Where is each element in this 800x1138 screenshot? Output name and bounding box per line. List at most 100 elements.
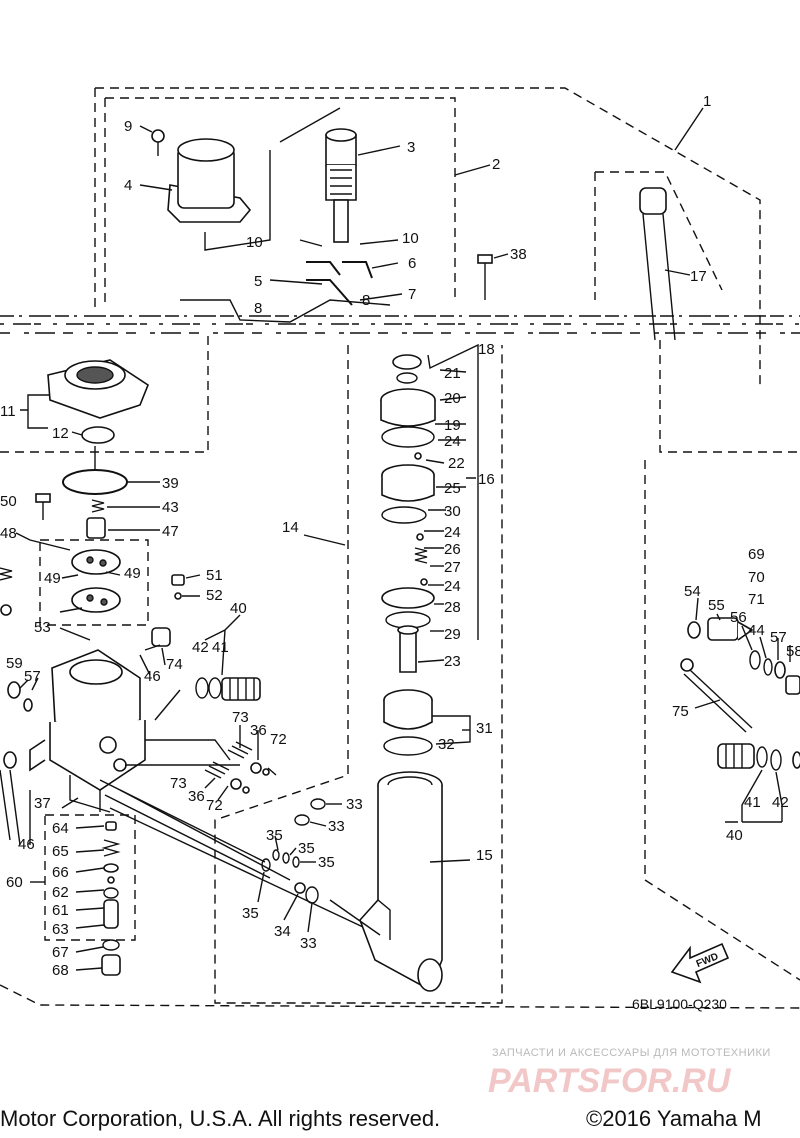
callout-8a: 8 [254, 300, 262, 317]
callout-6: 6 [408, 255, 416, 272]
footer-copyright-right: ©2016 Yamaha M [586, 1106, 762, 1131]
callout-58: 58 [786, 643, 800, 660]
callout-57b: 57 [770, 629, 787, 646]
callout-74: 74 [166, 656, 183, 673]
callout-35a: 35 [266, 827, 283, 844]
right-valve-assembly [680, 617, 800, 771]
callout-1: 1 [703, 93, 711, 110]
callout-7: 7 [408, 286, 416, 303]
watermark: ЗАПЧАСТИ И АКСЕССУАРЫ ДЛЯ МОТОТЕХНИКИ PA… [488, 1047, 771, 1100]
callout-72a: 72 [270, 731, 287, 748]
callout-32: 32 [438, 736, 455, 753]
callout-52: 52 [206, 587, 223, 604]
callout-33b: 33 [328, 818, 345, 835]
callout-68: 68 [52, 962, 69, 979]
callout-35c: 35 [318, 854, 335, 871]
callout-18: 18 [478, 341, 495, 358]
fwd-arrow-icon: FWD [670, 942, 730, 984]
callout-65: 65 [52, 843, 69, 860]
callout-55: 55 [708, 597, 725, 614]
callout-10b: 10 [402, 230, 419, 247]
scan-noise-band [0, 299, 800, 334]
callout-29: 29 [444, 626, 461, 643]
callout-36b: 36 [188, 788, 205, 805]
callout-33a: 33 [346, 796, 363, 813]
leader-lines [9, 107, 791, 971]
callout-63: 63 [52, 921, 69, 938]
callout-39: 39 [162, 475, 179, 492]
callout-61: 61 [52, 902, 69, 919]
callout-24b: 24 [444, 524, 461, 541]
callout-23: 23 [444, 653, 461, 670]
callout-49b: 49 [124, 565, 141, 582]
callout-69: 69 [748, 546, 765, 563]
callout-48: 48 [0, 525, 17, 542]
callout-25: 25 [444, 480, 461, 497]
callout-34: 34 [274, 923, 291, 940]
callout-31: 31 [476, 720, 493, 737]
callout-19: 19 [444, 417, 461, 434]
callout-70: 70 [748, 569, 765, 586]
callout-28: 28 [444, 599, 461, 616]
callout-46b: 46 [18, 836, 35, 853]
callout-73a: 73 [232, 709, 249, 726]
callout-57a: 57 [24, 668, 41, 685]
callout-44: 44 [748, 622, 765, 639]
callout-24a: 24 [444, 433, 461, 450]
footer-copyright-left: Motor Corporation, U.S.A. All rights res… [0, 1106, 440, 1131]
callout-60: 60 [6, 874, 23, 891]
callout-36a: 36 [250, 722, 267, 739]
callout-51: 51 [206, 567, 223, 584]
callout-14: 14 [282, 519, 299, 536]
callout-12: 12 [52, 425, 69, 442]
watermark-tagline: ЗАПЧАСТИ И АКСЕССУАРЫ ДЛЯ МОТОТЕХНИКИ [492, 1047, 771, 1059]
callout-71: 71 [748, 591, 765, 608]
callout-38: 38 [510, 246, 527, 263]
piston-stack [380, 354, 436, 756]
callout-43: 43 [162, 499, 179, 516]
callout-21: 21 [444, 365, 461, 382]
callout-4: 4 [124, 177, 132, 194]
callout-15: 15 [476, 847, 493, 864]
callout-72b: 72 [206, 797, 223, 814]
callout-46a: 46 [144, 668, 161, 685]
callout-16: 16 [478, 471, 495, 488]
callout-10a: 10 [246, 234, 263, 251]
callout-41b: 41 [744, 794, 761, 811]
callout-62: 62 [52, 884, 69, 901]
callout-54: 54 [684, 583, 701, 600]
callout-64: 64 [52, 820, 69, 837]
callout-labels: 1 2 3 4 5 6 7 8 8 9 10 10 11 12 14 15 16… [0, 93, 800, 979]
callout-50: 50 [0, 493, 17, 510]
callout-11: 11 [0, 403, 16, 420]
callout-3: 3 [407, 139, 415, 156]
diagram-reference-code: 6BL9100-Q230 [632, 996, 727, 1012]
tilt-cylinder-15 [329, 771, 443, 992]
callout-42a: 42 [192, 639, 209, 656]
callout-9: 9 [124, 118, 132, 135]
callout-26: 26 [444, 541, 461, 558]
callout-33c: 33 [300, 935, 317, 952]
callout-27: 27 [444, 559, 461, 576]
callout-73b: 73 [170, 775, 187, 792]
callout-35b: 35 [298, 840, 315, 857]
callout-67: 67 [52, 944, 69, 961]
callout-40a: 40 [230, 600, 247, 617]
callout-41a: 41 [212, 639, 229, 656]
watermark-brand: PARTSFOR.RU [488, 1062, 732, 1100]
callout-2: 2 [492, 156, 500, 173]
callout-42b: 42 [772, 794, 789, 811]
callout-35d: 35 [242, 905, 259, 922]
assembly-outlines [0, 87, 800, 1009]
callout-56: 56 [730, 609, 747, 626]
valve-subassembly-40-left [195, 677, 326, 904]
callout-30: 30 [444, 503, 461, 520]
callout-66: 66 [52, 864, 69, 881]
motor-assembly [151, 107, 676, 341]
callout-17: 17 [690, 268, 707, 285]
callout-53: 53 [34, 619, 51, 636]
callout-22: 22 [448, 455, 465, 472]
callout-75: 75 [672, 703, 689, 720]
valve-stack-60 [101, 821, 121, 976]
